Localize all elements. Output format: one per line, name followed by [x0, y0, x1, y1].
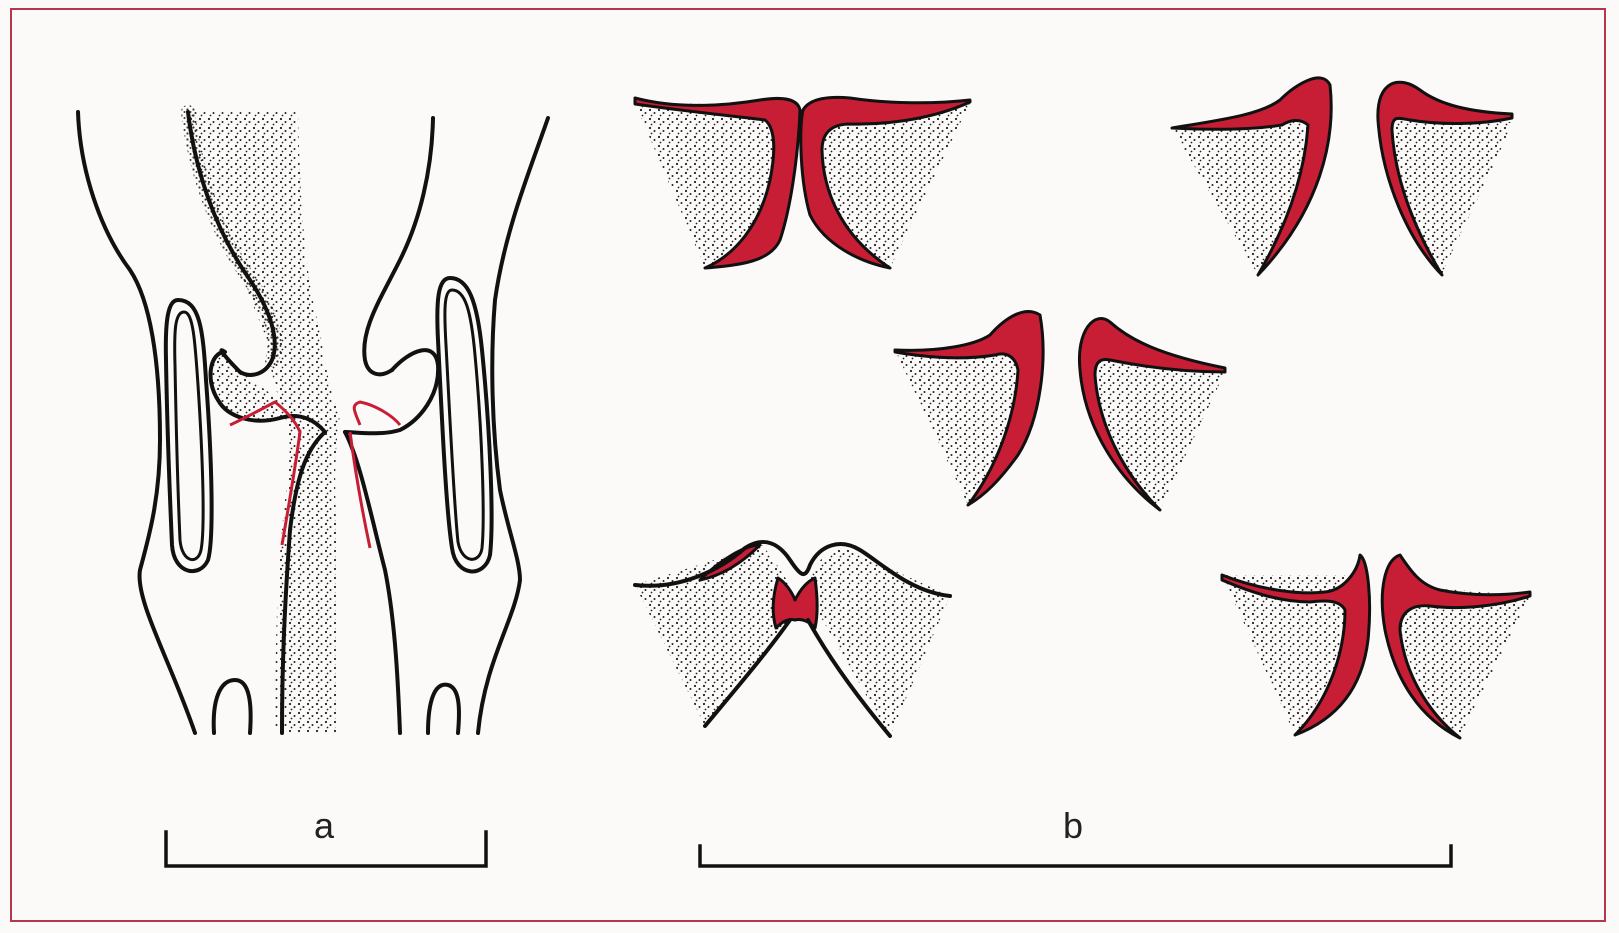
- cartilage-left-outer: [166, 300, 212, 571]
- fold-pair-3: [895, 312, 1225, 510]
- fold-pair-1: [635, 97, 970, 268]
- inner-wall-right: [364, 118, 433, 374]
- fold-4-right-body: [805, 548, 950, 736]
- fold-pair-4: [635, 542, 950, 736]
- lower-cartilage-right: [428, 685, 459, 733]
- fold-4-center-contact: [773, 578, 817, 628]
- subglottic-wall-right: [345, 432, 400, 733]
- fold-pair-5: [1222, 555, 1530, 738]
- bracket-b: [700, 846, 1451, 866]
- panel-label-b: b: [1063, 808, 1083, 844]
- panel-label-a: a: [314, 808, 334, 844]
- fold-pair-2: [1172, 78, 1512, 275]
- lower-cartilage-left: [214, 680, 251, 733]
- cartilage-left-inner: [175, 312, 203, 560]
- larynx-coronal-section: [78, 112, 548, 733]
